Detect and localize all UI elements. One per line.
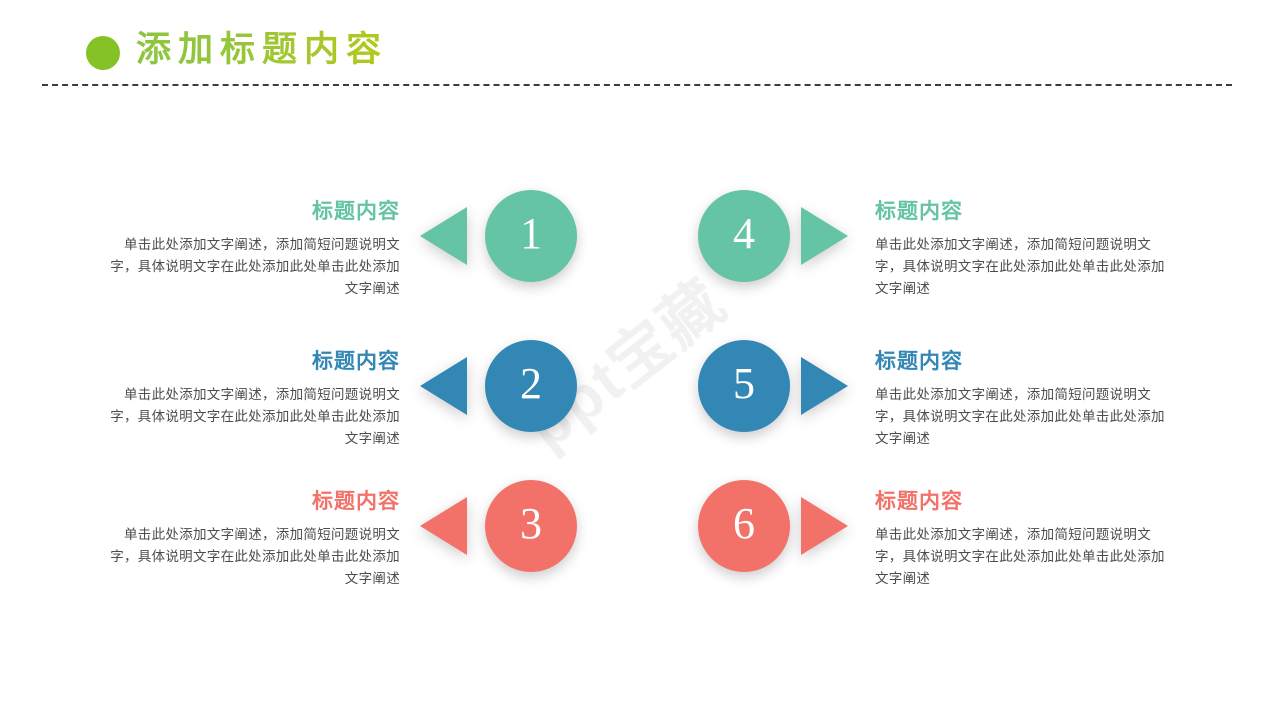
item-number-4: 4: [733, 209, 755, 258]
item-number-5: 5: [733, 359, 755, 408]
item-body-2: 单击此处添加文字阐述，添加简短问题说明文字，具体说明文字在此处添加此处单击此处添…: [110, 387, 400, 446]
triangle-left-icon: [420, 207, 467, 265]
triangle-left-icon: [420, 497, 467, 555]
item-title-3: 标题内容: [312, 490, 400, 513]
item-body-4: 单击此处添加文字阐述，添加简短问题说明文字，具体说明文字在此处添加此处单击此处添…: [875, 237, 1165, 296]
item-text-6: 标题内容 单击此处添加文字阐述，添加简短问题说明文字，具体说明文字在此处添加此处…: [875, 488, 1175, 590]
item-block-2[interactable]: 标题内容 单击此处添加文字阐述，添加简短问题说明文字，具体说明文字在此处添加此处…: [0, 330, 640, 470]
item-marker-2[interactable]: 2: [420, 340, 610, 460]
item-body-5: 单击此处添加文字阐述，添加简短问题说明文字，具体说明文字在此处添加此处单击此处添…: [875, 387, 1165, 446]
item-number-2: 2: [520, 359, 542, 408]
item-body-1: 单击此处添加文字阐述，添加简短问题说明文字，具体说明文字在此处添加此处单击此处添…: [110, 237, 400, 296]
item-marker-1[interactable]: 1: [420, 190, 610, 310]
item-block-6[interactable]: 6 标题内容 单击此处添加文字阐述，添加简短问题说明文字，具体说明文字在此处添加…: [640, 470, 1280, 610]
item-body-3: 单击此处添加文字阐述，添加简短问题说明文字，具体说明文字在此处添加此处单击此处添…: [110, 527, 400, 586]
item-text-4: 标题内容 单击此处添加文字阐述，添加简短问题说明文字，具体说明文字在此处添加此处…: [875, 198, 1175, 300]
item-title-4: 标题内容: [875, 200, 963, 223]
header-divider: [42, 84, 1232, 86]
item-title-5: 标题内容: [875, 350, 963, 373]
filled-circle-bullet-icon: [86, 36, 120, 70]
triangle-right-icon: [801, 207, 848, 265]
slide-header: 添加标题内容: [0, 0, 1280, 96]
item-marker-5[interactable]: 5: [680, 340, 870, 460]
item-circle-3[interactable]: 3: [485, 480, 577, 572]
item-block-5[interactable]: 5 标题内容 单击此处添加文字阐述，添加简短问题说明文字，具体说明文字在此处添加…: [640, 330, 1280, 470]
triangle-left-icon: [420, 357, 467, 415]
triangle-right-icon: [801, 357, 848, 415]
content-row: 标题内容 单击此处添加文字阐述，添加简短问题说明文字，具体说明文字在此处添加此处…: [0, 180, 1280, 320]
item-circle-4[interactable]: 4: [698, 190, 790, 282]
item-circle-2[interactable]: 2: [485, 340, 577, 432]
item-title-2: 标题内容: [312, 350, 400, 373]
item-number-1: 1: [520, 209, 542, 258]
item-marker-6[interactable]: 6: [680, 480, 870, 600]
item-circle-6[interactable]: 6: [698, 480, 790, 572]
item-text-1: 标题内容 单击此处添加文字阐述，添加简短问题说明文字，具体说明文字在此处添加此处…: [100, 198, 400, 300]
item-text-2: 标题内容 单击此处添加文字阐述，添加简短问题说明文字，具体说明文字在此处添加此处…: [100, 348, 400, 450]
item-body-6: 单击此处添加文字阐述，添加简短问题说明文字，具体说明文字在此处添加此处单击此处添…: [875, 527, 1165, 586]
content-row: 标题内容 单击此处添加文字阐述，添加简短问题说明文字，具体说明文字在此处添加此处…: [0, 330, 1280, 470]
item-title-6: 标题内容: [875, 490, 963, 513]
item-number-3: 3: [520, 499, 542, 548]
item-circle-1[interactable]: 1: [485, 190, 577, 282]
item-text-3: 标题内容 单击此处添加文字阐述，添加简短问题说明文字，具体说明文字在此处添加此处…: [100, 488, 400, 590]
item-block-3[interactable]: 标题内容 单击此处添加文字阐述，添加简短问题说明文字，具体说明文字在此处添加此处…: [0, 470, 640, 610]
item-title-1: 标题内容: [312, 200, 400, 223]
content-area: 标题内容 单击此处添加文字阐述，添加简短问题说明文字，具体说明文字在此处添加此处…: [0, 170, 1280, 680]
triangle-right-icon: [801, 497, 848, 555]
item-marker-3[interactable]: 3: [420, 480, 610, 600]
item-block-4[interactable]: 4 标题内容 单击此处添加文字阐述，添加简短问题说明文字，具体说明文字在此处添加…: [640, 180, 1280, 320]
item-block-1[interactable]: 标题内容 单击此处添加文字阐述，添加简短问题说明文字，具体说明文字在此处添加此处…: [0, 180, 640, 320]
item-circle-5[interactable]: 5: [698, 340, 790, 432]
item-marker-4[interactable]: 4: [680, 190, 870, 310]
page-title: 添加标题内容: [136, 26, 388, 74]
item-number-6: 6: [733, 499, 755, 548]
content-row: 标题内容 单击此处添加文字阐述，添加简短问题说明文字，具体说明文字在此处添加此处…: [0, 470, 1280, 610]
item-text-5: 标题内容 单击此处添加文字阐述，添加简短问题说明文字，具体说明文字在此处添加此处…: [875, 348, 1175, 450]
